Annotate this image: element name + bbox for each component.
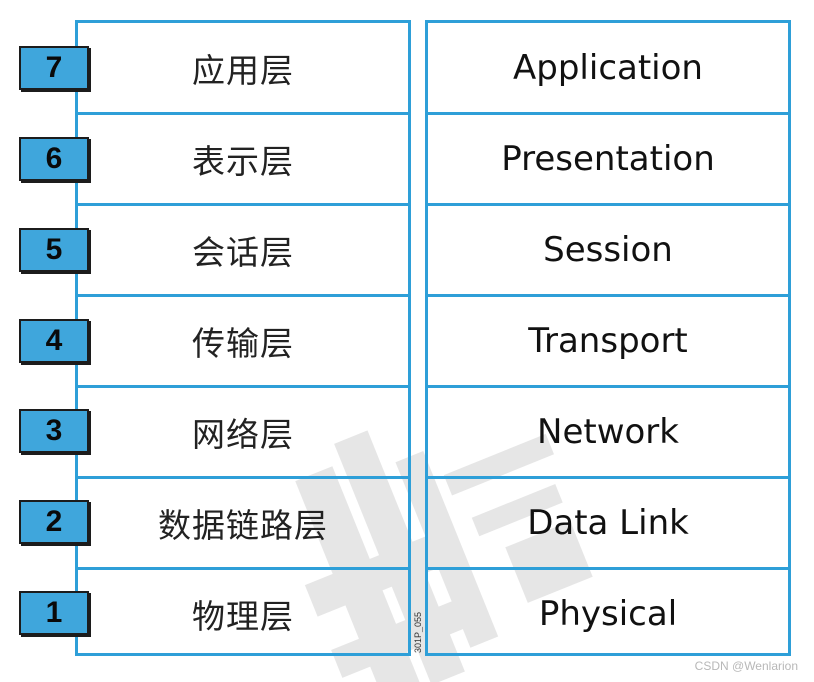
layer-name-en: Transport xyxy=(528,321,688,361)
layer-row-cn: 会话层 xyxy=(78,203,408,294)
layer-number-badge: 3 xyxy=(19,409,89,454)
layer-row-en: Session xyxy=(428,203,788,294)
layer-name-cn: 传输层 xyxy=(192,324,294,363)
layer-row-en: Application xyxy=(428,23,788,114)
layer-number-badge: 4 xyxy=(19,318,89,363)
layer-row-cn: 表示层 xyxy=(78,112,408,203)
layer-number-badge: 6 xyxy=(19,136,89,181)
layer-name-cn: 网络层 xyxy=(192,414,294,454)
layer-name-cn: 会话层 xyxy=(192,233,294,273)
layer-name-cn: 数据链路层 xyxy=(158,505,328,545)
layer-name-cn: 应用层 xyxy=(192,51,294,91)
layer-row-cn: 传输层 xyxy=(78,294,408,385)
layer-name-cn: 表示层 xyxy=(192,142,294,182)
layer-row-cn: 网络层 xyxy=(78,384,408,476)
layer-name-en: Session xyxy=(543,230,673,271)
credit-watermark: CSDN @Wenlarion xyxy=(694,659,798,673)
layer-row-en: Presentation xyxy=(428,112,788,203)
layer-row-en: Data Link xyxy=(428,475,788,567)
layer-number-badge: 1 xyxy=(19,591,89,636)
chinese-layer-column: 应用层表示层会话层传输层网络层数据链路层物理层 xyxy=(75,20,411,656)
layer-row-en: Physical xyxy=(428,566,788,658)
layer-name-en: Presentation xyxy=(501,139,715,180)
layer-name-en: Physical xyxy=(538,593,678,634)
figure-code: 301P_055 xyxy=(413,611,423,653)
layer-number-badge: 7 xyxy=(19,46,89,90)
layer-row-cn: 数据链路层 xyxy=(78,475,408,567)
layer-row-en: Network xyxy=(428,384,788,476)
layer-name-cn: 物理层 xyxy=(192,596,294,636)
layer-name-en: Application xyxy=(513,48,703,89)
layer-number-badge: 2 xyxy=(19,500,89,545)
layer-row-cn: 应用层 xyxy=(78,23,408,114)
layer-number-badge: 5 xyxy=(19,227,89,272)
layer-name-en: Network xyxy=(537,411,679,452)
layer-row-en: Transport xyxy=(428,294,788,385)
layer-name-en: Data Link xyxy=(527,502,689,543)
layer-row-cn: 物理层 xyxy=(78,566,408,658)
